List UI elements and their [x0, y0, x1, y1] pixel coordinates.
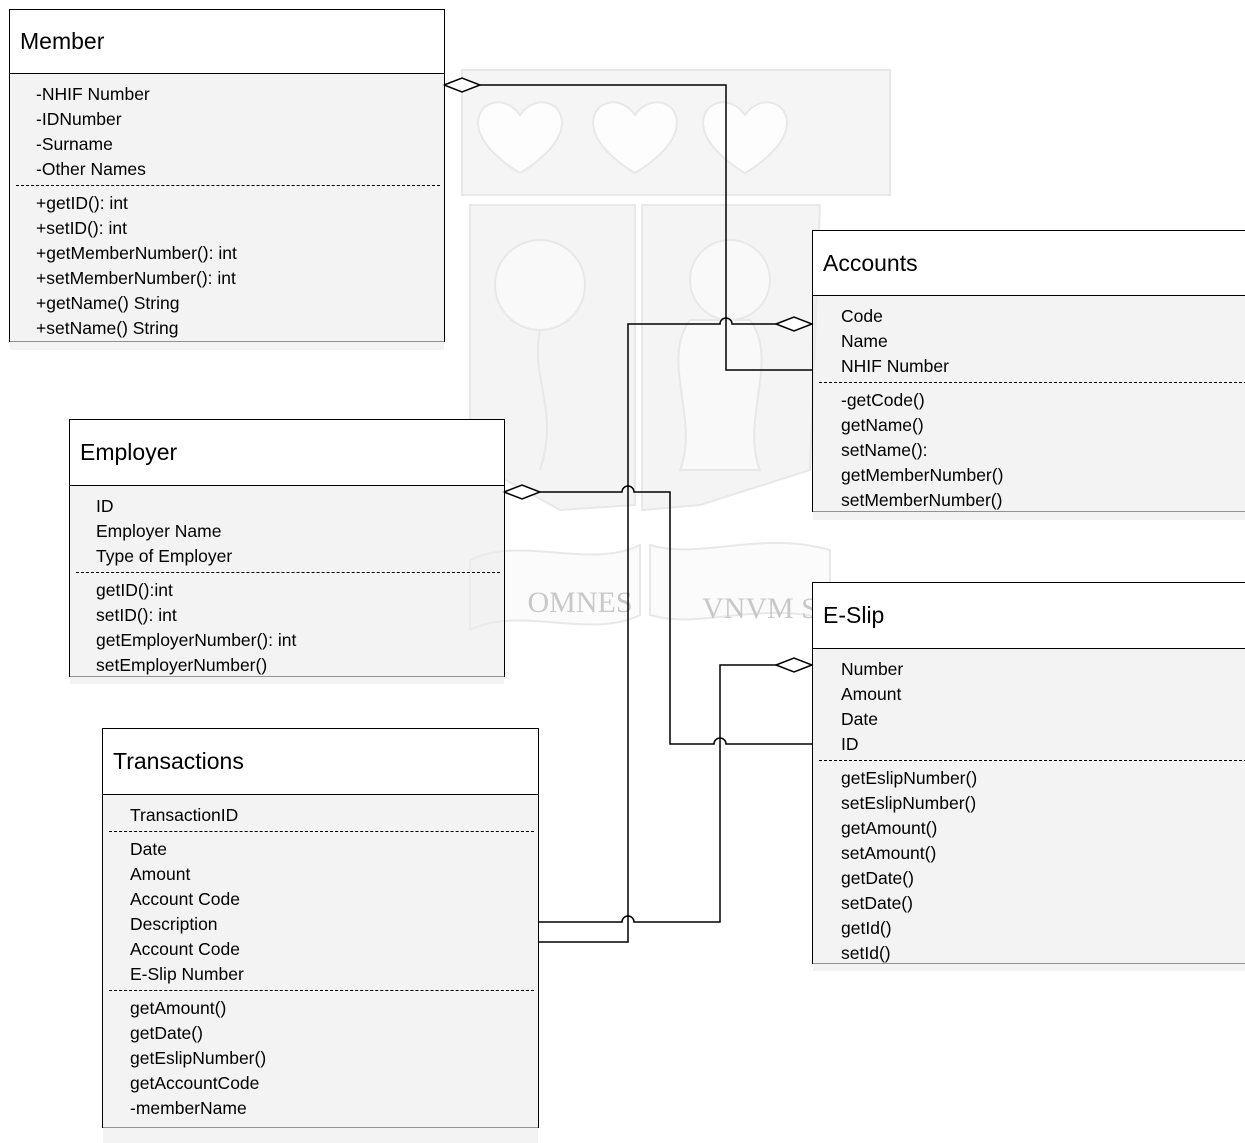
member-method: +setName() String [36, 318, 179, 338]
aggregation-diamond-eslip [773, 657, 815, 673]
watermark-banner-right: VNVM S [702, 592, 818, 625]
employer-method: setEmployerNumber() [96, 655, 268, 675]
class-accounts-title: Accounts [813, 231, 1245, 296]
accounts-method: getName() [841, 415, 924, 435]
class-accounts: Accounts Code Name NHIF Number -getCode(… [812, 230, 1245, 520]
accounts-method: getMemberNumber() [841, 465, 1004, 485]
connector-transactions-accounts [538, 317, 776, 943]
class-member: Member -NHIF Number -IDNumber -Surname -… [9, 9, 445, 350]
class-eslip: E-Slip Number Amount Date ID getEslipNum… [812, 582, 1245, 971]
eslip-method: getDate() [841, 868, 914, 888]
accounts-attribute: Name [841, 331, 888, 351]
transactions-key-attribute: TransactionID [130, 805, 239, 825]
transactions-attribute: Date [130, 839, 167, 859]
transactions-method: getAccountCode [130, 1073, 260, 1093]
class-transactions: Transactions TransactionID Date Amount A… [102, 728, 539, 1143]
employer-method: setID(): int [96, 605, 177, 625]
connector-transactions-eslip [538, 664, 776, 923]
transactions-attribute: Description [130, 914, 218, 934]
member-attribute: -Other Names [36, 159, 146, 179]
member-method: +getMemberNumber(): int [36, 243, 237, 263]
member-separator [16, 185, 440, 186]
accounts-attribute: NHIF Number [841, 356, 949, 376]
employer-separator [76, 572, 500, 573]
eslip-method: getId() [841, 918, 892, 938]
eslip-attribute: Number [841, 659, 904, 679]
transactions-attribute: Account Code [130, 889, 240, 909]
member-method: +getID(): int [36, 193, 128, 213]
class-employer-title: Employer [70, 420, 504, 486]
transactions-attribute: Amount [130, 864, 191, 884]
transactions-method: getDate() [130, 1023, 203, 1043]
employer-method: getID():int [96, 580, 173, 600]
member-method: +setMemberNumber(): int [36, 268, 236, 288]
member-method: +getName() String [36, 293, 180, 313]
class-eslip-title: E-Slip [813, 583, 1245, 649]
employer-attribute: Employer Name [96, 521, 222, 541]
accounts-method: setMemberNumber() [841, 490, 1003, 510]
member-attribute: -Surname [36, 134, 113, 154]
member-method: +setID(): int [36, 218, 127, 238]
aggregation-diamond-member [441, 77, 483, 93]
watermark-banner-left: OMNES [527, 586, 632, 619]
class-member-title: Member [10, 10, 444, 74]
accounts-attribute: Code [841, 306, 883, 326]
employer-method: getEmployerNumber(): int [96, 630, 297, 650]
aggregation-diamond-employer [501, 484, 543, 500]
transactions-attribute: E-Slip Number [130, 964, 244, 984]
employer-attribute: ID [96, 496, 114, 516]
member-attribute: -NHIF Number [36, 84, 150, 104]
aggregation-diamond-accounts [773, 316, 815, 332]
eslip-method: setId() [841, 943, 891, 963]
accounts-separator [819, 382, 1245, 383]
eslip-method: setAmount() [841, 843, 937, 863]
connector-member-accounts [480, 84, 812, 371]
class-member-body: -NHIF Number -IDNumber -Surname -Other N… [10, 74, 444, 350]
eslip-attribute: Date [841, 709, 878, 729]
eslip-method: setEslipNumber() [841, 793, 977, 813]
association-connectors [441, 77, 815, 943]
transactions-method: getAmount() [130, 998, 227, 1018]
accounts-method: -getCode() [841, 390, 925, 410]
accounts-method: setName(): [841, 440, 928, 460]
class-accounts-body: Code Name NHIF Number -getCode() getName… [813, 296, 1245, 520]
eslip-attribute: ID [841, 734, 859, 754]
class-eslip-body: Number Amount Date ID getEslipNumber() s… [813, 649, 1245, 971]
eslip-attribute: Amount [841, 684, 902, 704]
eslip-separator [819, 760, 1245, 761]
transactions-separator [109, 990, 534, 991]
eslip-method: getEslipNumber() [841, 768, 978, 788]
employer-attribute: Type of Employer [96, 546, 233, 566]
class-transactions-title: Transactions [103, 729, 538, 795]
transactions-method: getEslipNumber() [130, 1048, 267, 1068]
eslip-method: getAmount() [841, 818, 938, 838]
class-transactions-body: TransactionID Date Amount Account Code D… [103, 795, 538, 1143]
transactions-method: -memberName [130, 1098, 247, 1118]
connector-employer-eslip [540, 485, 812, 745]
transactions-key-separator [109, 831, 534, 832]
eslip-method: setDate() [841, 893, 913, 913]
member-attribute: -IDNumber [36, 109, 122, 129]
class-employer: Employer ID Employer Name Type of Employ… [69, 419, 505, 684]
transactions-attribute: Account Code [130, 939, 240, 959]
class-employer-body: ID Employer Name Type of Employer getID(… [70, 486, 504, 684]
